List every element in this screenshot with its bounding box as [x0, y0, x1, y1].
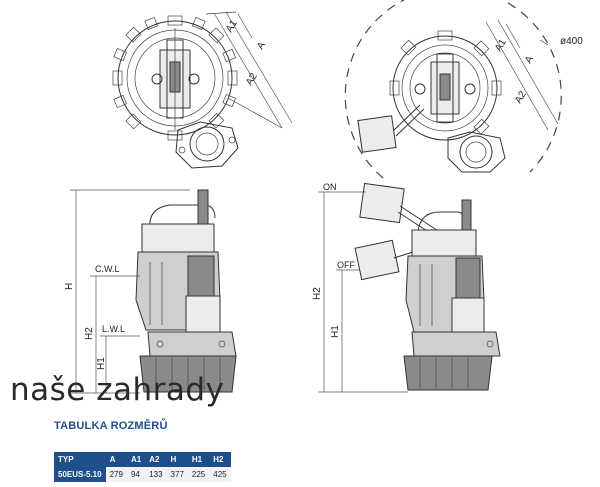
plan-view-left — [112, 11, 293, 169]
diameter-label: ø400 — [560, 36, 583, 47]
table-cell-type: 50EUS-5.10 — [54, 467, 106, 482]
svg-text:A1: A1 — [224, 18, 240, 34]
svg-text:H1: H1 — [96, 357, 107, 370]
table-cell: 425 — [209, 467, 231, 482]
table-header-row: TYP A A1 A2 H H1 H2 — [54, 452, 231, 467]
dimensions-table: TYP A A1 A2 H H1 H2 50EUS-5.10 279 94 13… — [54, 452, 231, 482]
side-view-right — [318, 182, 501, 393]
table-cell: 133 — [145, 467, 167, 482]
table-cell: 377 — [166, 467, 188, 482]
svg-text:C.W.L: C.W.L — [95, 264, 120, 274]
watermark-text: naše zahrady — [10, 372, 225, 408]
header-cell: H2 — [209, 452, 231, 467]
header-cell: A2 — [145, 452, 167, 467]
plan-view-right — [344, 0, 562, 179]
side-view-left — [70, 189, 237, 394]
table-title: TABULKA ROZMĚRŮ — [54, 420, 168, 432]
header-cell: A1 — [126, 452, 146, 467]
svg-text:H2: H2 — [312, 287, 323, 300]
svg-text:A: A — [255, 40, 268, 52]
svg-text:H1: H1 — [330, 325, 341, 338]
svg-text:A2: A2 — [244, 71, 260, 87]
svg-text:A1: A1 — [493, 37, 509, 53]
table-row: 50EUS-5.10 279 94 133 377 225 425 — [54, 467, 231, 482]
header-cell: H1 — [187, 452, 210, 467]
svg-text:A: A — [523, 54, 536, 66]
svg-text:ON: ON — [323, 182, 337, 192]
header-cell: A — [105, 452, 127, 467]
svg-text:A2: A2 — [513, 89, 529, 105]
svg-text:H2: H2 — [84, 327, 95, 340]
table-cell: 279 — [105, 467, 127, 482]
svg-text:H: H — [64, 283, 75, 290]
table-cell: 225 — [187, 467, 210, 482]
table-cell: 94 — [126, 467, 146, 482]
header-cell: TYP — [54, 452, 106, 467]
svg-text:OFF: OFF — [337, 260, 355, 270]
header-cell: H — [166, 452, 188, 467]
svg-text:L.W.L: L.W.L — [102, 324, 125, 334]
